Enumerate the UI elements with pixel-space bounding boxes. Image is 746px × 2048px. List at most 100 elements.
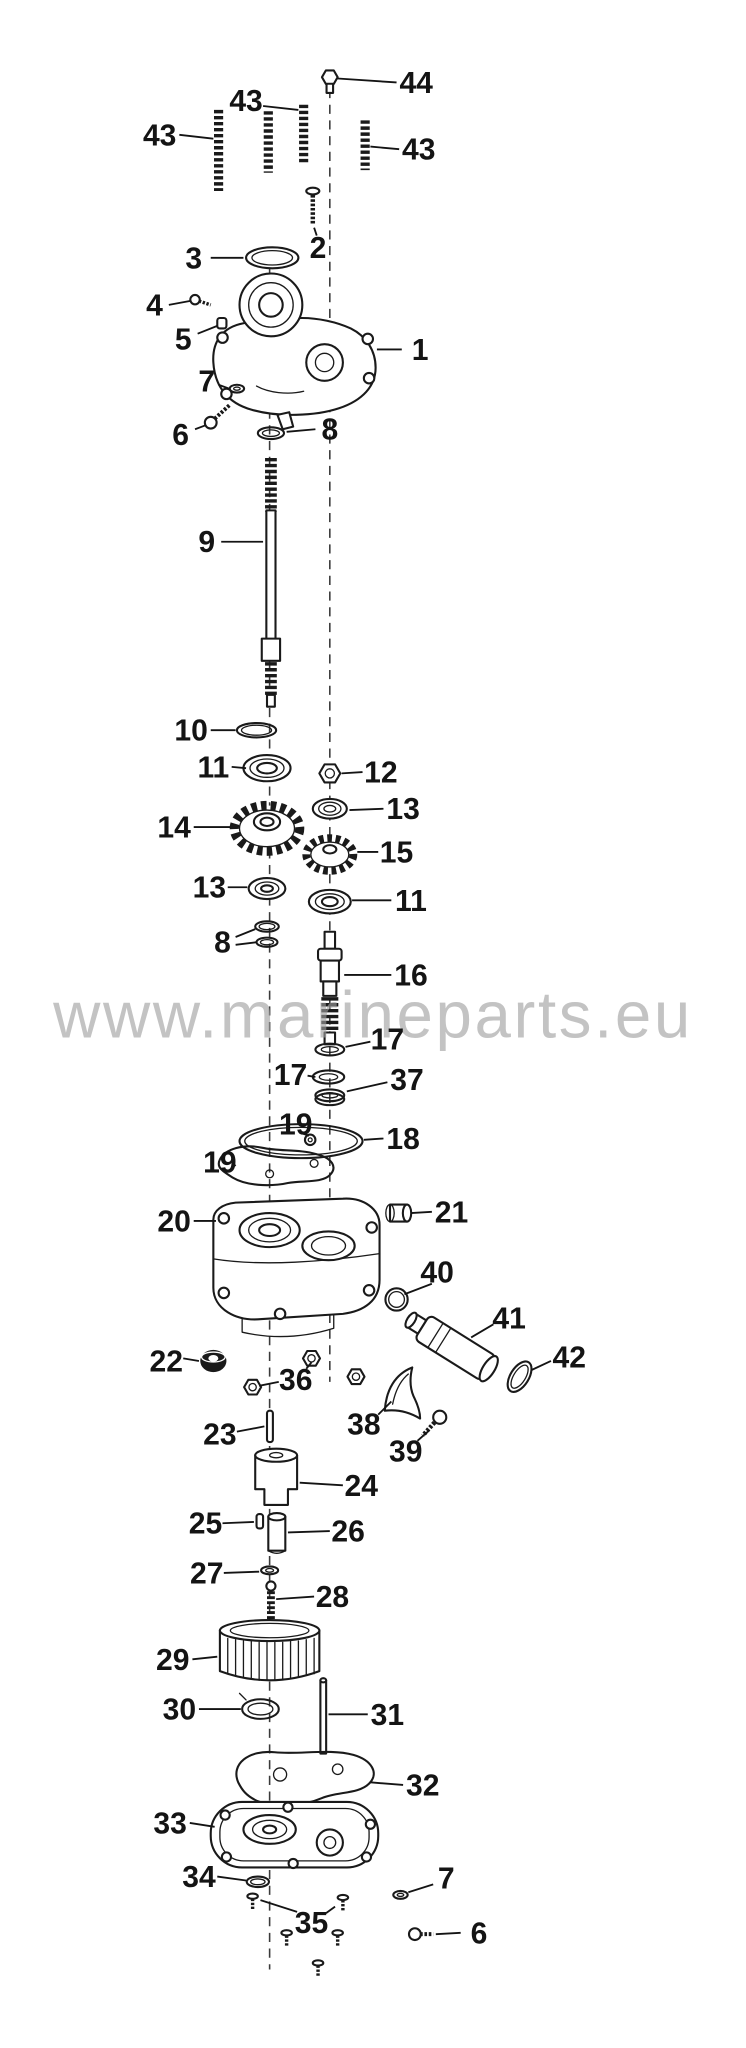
part-number-label: 3 <box>185 242 202 275</box>
part-number-label: 7 <box>198 365 215 398</box>
part-24-clutch <box>254 1447 299 1506</box>
callout-leader-line <box>183 1357 200 1362</box>
part-3-oring <box>245 246 300 270</box>
callout-leader-line <box>218 383 230 390</box>
part-number-label: 36 <box>279 1364 312 1397</box>
part-5-pin <box>216 316 228 330</box>
part-35-screws <box>246 1892 350 1978</box>
callout-leader-line <box>299 1481 343 1487</box>
part-7-washer-upper <box>228 383 246 394</box>
part-44-bolt <box>320 69 339 94</box>
callout-leader-line <box>262 105 299 111</box>
callout-leader-line <box>260 1899 298 1913</box>
callout-leader-line <box>377 1400 392 1416</box>
callout-leader-line <box>408 1883 434 1894</box>
part-17-washer-upper <box>314 1042 346 1057</box>
part-13-bearing-left <box>247 877 287 901</box>
callout-leader-line <box>192 1655 218 1661</box>
part-32-gasket <box>235 1750 375 1807</box>
part-6-screw-upper <box>203 402 232 430</box>
part-number-label: 15 <box>380 836 413 869</box>
callout-leader-line <box>341 771 363 775</box>
part-number-label: 1 <box>412 334 429 367</box>
part-number-label: 44 <box>399 67 433 100</box>
part-number-label: 13 <box>193 872 226 905</box>
callout-leader-line <box>276 1595 315 1601</box>
callout-leader-line <box>235 928 256 938</box>
part-number-label: 2 <box>310 232 327 265</box>
callout-leader-line <box>287 1530 330 1534</box>
callout-leader-line <box>305 1361 313 1370</box>
part-37-washer <box>314 1088 346 1107</box>
part-number-label: 14 <box>157 812 191 845</box>
part-23-pin <box>265 1409 274 1444</box>
part-17-washer-lower <box>311 1069 346 1085</box>
callout-leader-line <box>223 1570 260 1574</box>
callout-leader-line <box>179 133 214 140</box>
part-26-sleeve <box>267 1511 287 1554</box>
part-number-label: 43 <box>402 134 435 167</box>
part-16-clutch-shaft <box>316 930 343 1046</box>
part-28-spring-pin <box>265 1580 277 1623</box>
callout-leader-line <box>370 1781 404 1786</box>
callout-leader-line <box>337 77 397 84</box>
part-number-label: 23 <box>203 1419 236 1452</box>
part-30-tab-ring <box>238 1692 280 1720</box>
part-number-label: 39 <box>389 1436 422 1469</box>
callout-leader-line <box>530 1360 552 1371</box>
callout-leader-line <box>258 1381 279 1387</box>
part-14-gear-large <box>229 800 305 856</box>
parts-artwork <box>189 69 533 1978</box>
part-22-bushing <box>200 1349 227 1373</box>
part-number-label: 42 <box>553 1342 586 1375</box>
part-36-nuts <box>243 1349 366 1396</box>
callout-leader-line <box>470 1323 494 1339</box>
part-1-upper-housing <box>212 272 377 431</box>
part-41-cylinder <box>404 1311 499 1383</box>
part-18-oring-large <box>238 1123 364 1160</box>
part-number-label: 16 <box>394 959 427 992</box>
part-number-label: 9 <box>198 526 215 559</box>
part-6-screw-lower <box>407 1927 434 1942</box>
part-number-label: 4 <box>146 289 163 322</box>
part-19-gasket <box>217 1145 335 1187</box>
part-number-label: 35 <box>295 1907 328 1940</box>
part-12-nut <box>318 763 342 784</box>
part-number-label: 17 <box>371 1024 404 1057</box>
part-27-washer <box>260 1565 280 1576</box>
part-number-label: 41 <box>492 1302 525 1335</box>
part-8-orings-pair <box>254 920 280 948</box>
part-7-washer-lower <box>392 1889 409 1900</box>
part-13-bearing-right <box>311 797 348 820</box>
callout-leader-line <box>168 300 190 306</box>
watermark-text: www.marineparts.eu <box>52 979 693 1052</box>
part-11-bearing-right <box>307 888 352 915</box>
part-number-label: 19 <box>203 1147 236 1180</box>
part-number-label: 22 <box>150 1345 183 1378</box>
part-2-screw <box>305 186 321 226</box>
part-number-label: 26 <box>331 1516 364 1549</box>
part-number-label: 6 <box>172 419 189 452</box>
part-34-oring <box>245 1875 271 1889</box>
callout-leader-line <box>197 324 218 335</box>
part-number-label: 8 <box>214 927 231 960</box>
part-number-label: 6 <box>471 1917 488 1950</box>
part-number-label: 27 <box>190 1557 223 1590</box>
part-11-bearing-left <box>242 754 292 783</box>
callout-leader-line <box>363 1137 384 1141</box>
part-number-label: 30 <box>163 1694 196 1727</box>
part-number-label: 10 <box>174 715 207 748</box>
callout-leader-line <box>232 1162 237 1167</box>
callout-leader-line <box>410 1210 432 1215</box>
part-number-label: 37 <box>390 1064 423 1097</box>
part-15-gear-small <box>302 834 358 875</box>
part-19-gasket-hole <box>303 1133 317 1147</box>
part-9-driveshaft <box>260 458 282 708</box>
callout-leader-line <box>346 1081 388 1093</box>
part-number-label: 8 <box>321 414 338 447</box>
callout-leader-line <box>286 428 316 433</box>
callout-leader-line <box>370 145 400 151</box>
